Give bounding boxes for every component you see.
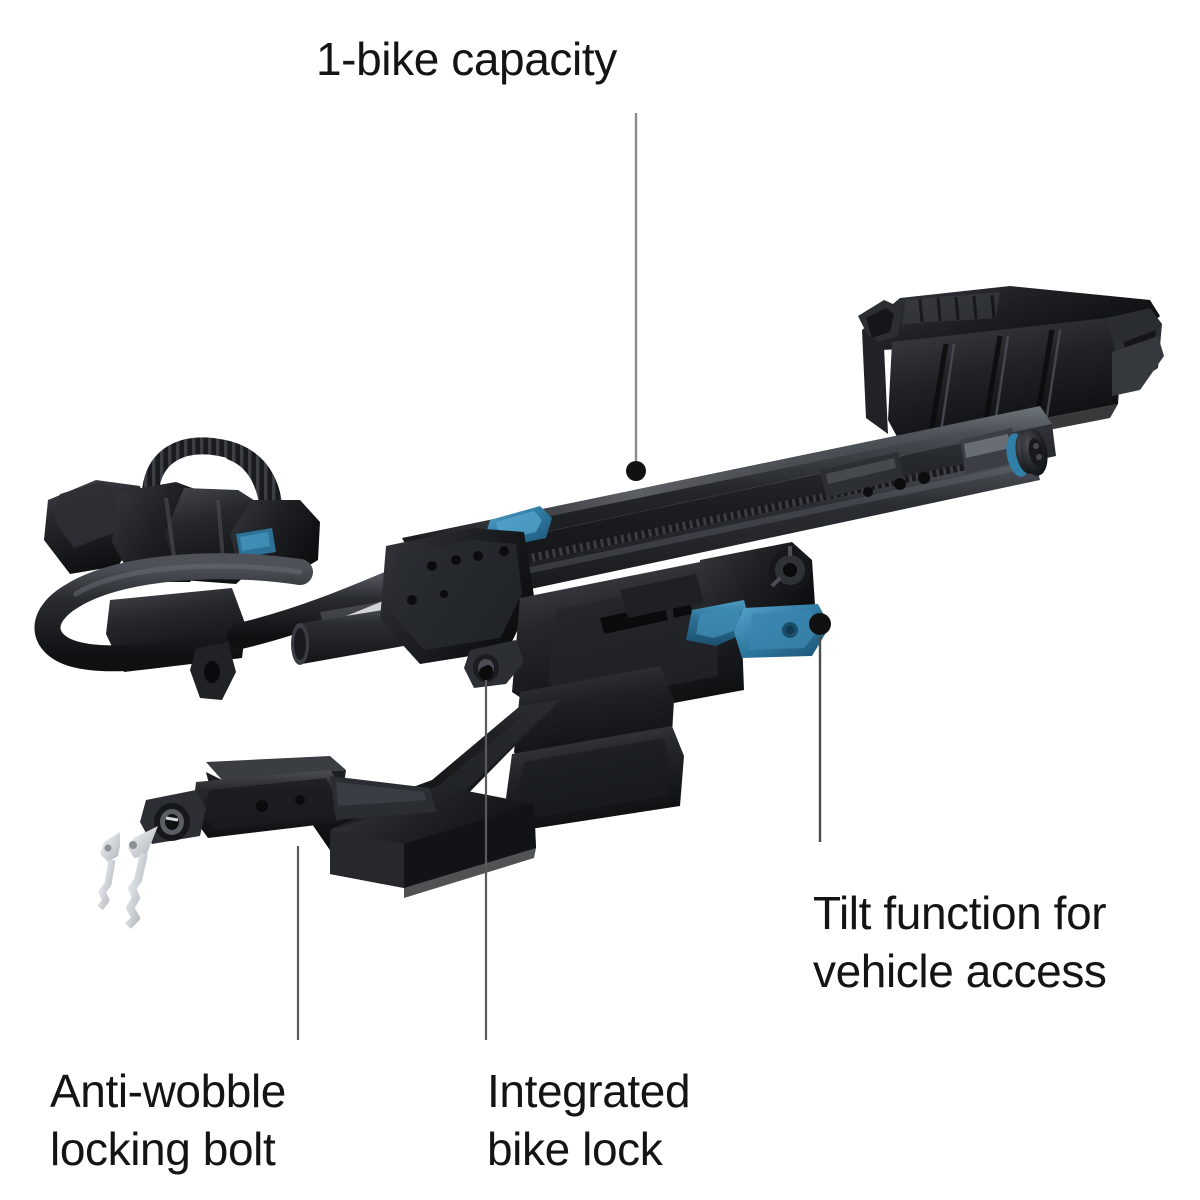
leader-tilt (809, 613, 831, 842)
end-cap (960, 428, 1048, 477)
leader-capacity (626, 113, 646, 481)
main-rail (402, 406, 1056, 614)
callout-dot-bike-lock (479, 666, 493, 680)
callout-label-anti-wobble: Anti-wobble locking bolt (50, 1065, 286, 1175)
callout-label-capacity: 1-bike capacity (316, 33, 617, 85)
front-wheel-tray (34, 437, 426, 700)
anti-wobble-bolt (97, 756, 436, 929)
callout-dot-capacity (626, 461, 646, 481)
callout-label-tilt: Tilt function for vehicle access (813, 887, 1107, 997)
callout-dot-tilt (809, 613, 831, 635)
callout-label-bike-lock: Integrated bike lock (487, 1065, 691, 1175)
leader-bike-lock (479, 666, 493, 1040)
